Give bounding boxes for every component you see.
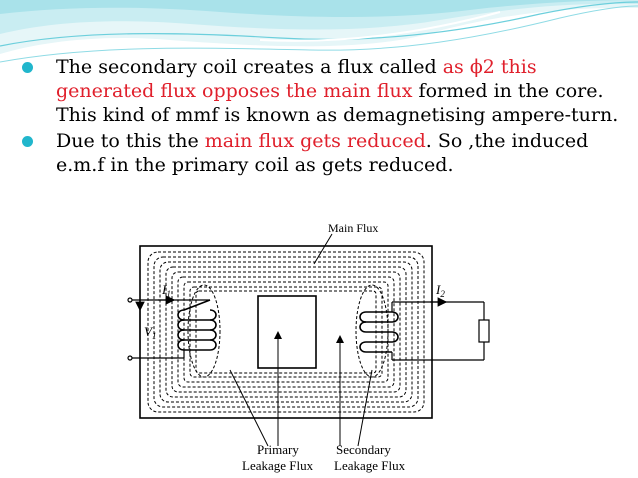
secondary-leakage-label-line2: Leakage Flux [334, 458, 406, 473]
primary-leakage-pointer-a [229, 369, 269, 447]
secondary-leads [391, 297, 485, 361]
primary-leads [127, 295, 210, 361]
main-flux-label: Main Flux [328, 221, 378, 235]
transformer-core-window [257, 295, 317, 369]
secondary-leakage-pointer [357, 369, 373, 447]
primary-leakage-label-line1: Primary [257, 442, 299, 457]
main-flux-pointer [313, 233, 333, 265]
bullet-item-secondary-flux: The secondary coil creates a flux called… [22, 55, 622, 127]
header-wave-decoration [0, 0, 638, 63]
primary-leakage-label-line2: Leakage Flux [242, 458, 314, 473]
secondary-leakage-flux-loop [355, 284, 389, 378]
transformer-flux-diagram: Main Flux I1 I2 V1 Primary Leakage Flux … [127, 221, 490, 473]
primary-coil [177, 299, 217, 351]
emphasis-text: as ϕ2 this generated flux opposes the ma… [56, 56, 537, 102]
bullet-list: The secondary coil creates a flux called… [22, 55, 622, 177]
bullet-item-main-flux-reduced: Due to this the main flux gets reduced. … [22, 129, 622, 177]
bullet-text: Due to this the main flux gets reduced. … [56, 130, 589, 176]
load-resistor [478, 319, 490, 343]
secondary-coil [359, 311, 399, 353]
bullet-text: The secondary coil creates a flux called… [56, 56, 619, 126]
secondary-leakage-label-line1: Secondary [336, 442, 391, 457]
emphasis-text: main flux gets reduced [204, 130, 426, 152]
i2-label: I2 [435, 282, 445, 299]
bullet-dot-icon [22, 62, 33, 73]
i1-label: I1 [161, 282, 171, 299]
bullet-dot-icon [22, 136, 33, 147]
v1-label: V1 [144, 324, 156, 341]
primary-leakage-flux-loop [187, 284, 221, 378]
